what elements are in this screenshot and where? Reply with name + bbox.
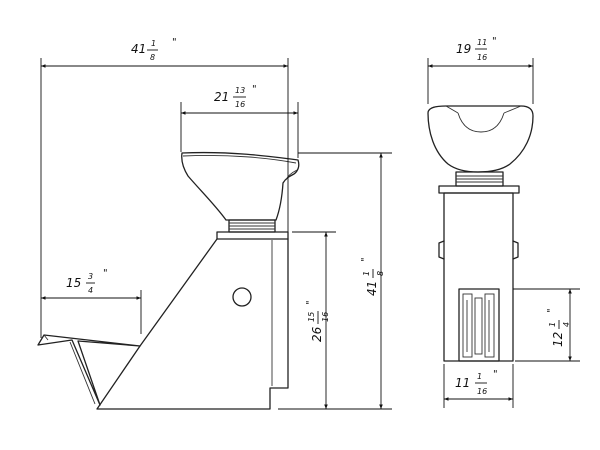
svg-text:19: 19 [456,42,471,56]
front-knob-left [438,240,445,260]
front-knob-right [512,240,519,260]
dim-bowl-depth: 21 13 16 " [180,84,299,158]
svg-text:26: 26 [310,326,324,342]
side-cabinet [96,238,289,410]
svg-text:11: 11 [455,376,470,390]
side-neck [228,219,276,233]
svg-text:41: 41 [365,281,379,296]
dim-overall-height: 41 1 8 " [278,152,392,410]
svg-text:4: 4 [562,322,571,327]
side-footrest [37,334,141,406]
svg-text:4: 4 [88,286,93,295]
svg-text:": " [493,369,498,380]
svg-text:": " [172,37,177,48]
front-top-plate [438,185,520,194]
svg-text:13: 13 [235,86,245,95]
front-bracket-plate [458,288,500,362]
svg-text:": " [103,268,108,279]
svg-text:15: 15 [66,276,81,290]
dim-plate-height: 12 1 4 " [513,288,580,362]
svg-text:8: 8 [150,53,155,62]
dim-base-width: 11 1 16 " [443,364,514,408]
front-view: 19 11 16 " 12 1 4 " 11 1 [427,36,580,408]
svg-text:": " [252,84,257,95]
svg-text:11: 11 [477,38,487,47]
side-bowl [181,151,300,221]
svg-text:15: 15 [307,312,316,322]
svg-text:41: 41 [131,42,146,56]
svg-text:12: 12 [551,332,565,347]
front-bowl [427,105,534,173]
dim-cabinet-height: 26 15 16 " [292,231,336,409]
dim-bowl-width: 19 11 16 " [427,36,534,104]
svg-text:16: 16 [477,387,487,396]
svg-text:1: 1 [151,39,156,48]
side-top-plate [216,231,289,240]
svg-text:": " [305,300,316,305]
svg-text:": " [360,257,371,262]
svg-text:1: 1 [362,271,371,276]
svg-text:16: 16 [477,53,487,62]
svg-text:21: 21 [214,90,229,104]
svg-text:16: 16 [235,100,245,109]
svg-text:1: 1 [548,322,557,327]
svg-text:3: 3 [88,272,93,281]
svg-text:16: 16 [321,312,330,322]
side-knob [232,287,252,307]
svg-text:1: 1 [477,372,482,381]
dim-footrest-length: 15 3 4 " [41,268,142,334]
dim-overall-length: 41 1 8 " [40,37,289,338]
front-neck [455,171,504,187]
svg-text:": " [546,308,557,313]
side-view: 41 1 8 " 21 13 16 " 15 3 4 " [37,37,392,410]
svg-text:": " [492,36,497,47]
front-cabinet [443,192,514,362]
svg-text:8: 8 [376,271,385,276]
